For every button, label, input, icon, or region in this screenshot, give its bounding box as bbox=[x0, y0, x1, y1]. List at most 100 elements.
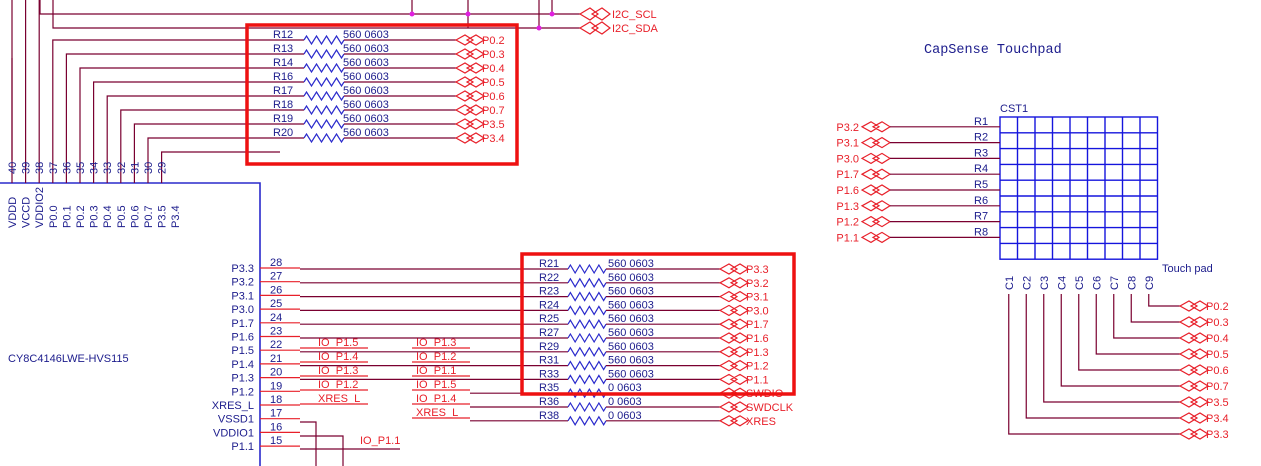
mcu-right-pin-label: P1.6 bbox=[231, 332, 254, 344]
mcu-right-pin: P3.0 25 bbox=[231, 298, 300, 316]
resistor-ref: R33 bbox=[539, 368, 559, 380]
resistor-ref: R16 bbox=[273, 71, 293, 83]
mcu-top-pin-number: 40 bbox=[7, 162, 19, 174]
resistor-ref: R14 bbox=[273, 57, 293, 69]
resistor-ref: R25 bbox=[539, 313, 559, 325]
mcu-right-pin-number: 23 bbox=[270, 326, 282, 338]
resistor-ref: R18 bbox=[273, 99, 293, 111]
resistor-value: 560 0603 bbox=[608, 286, 654, 298]
highlight-box-top bbox=[245, 23, 519, 166]
net-label: P3.0 bbox=[746, 305, 769, 317]
touchpad-row-net: P1.1 bbox=[836, 232, 859, 244]
mcu-right-pin-label: P3.2 bbox=[231, 277, 254, 289]
touchpad-col-label: C8 bbox=[1126, 276, 1138, 290]
resistor-ref: R13 bbox=[273, 43, 293, 55]
net-label: P1.3 bbox=[746, 347, 769, 359]
resistor-value: 560 0603 bbox=[608, 368, 654, 380]
highlight-box-bottom bbox=[520, 252, 796, 396]
mcu-top-pin-label: VDDIO2 bbox=[34, 187, 46, 228]
resistor-value: 560 0603 bbox=[343, 57, 389, 69]
resistor-value: 560 0603 bbox=[608, 355, 654, 367]
mcu-right-pin-number: 25 bbox=[270, 298, 282, 310]
net-label: P0.3 bbox=[482, 49, 505, 61]
mcu-top-pin-label: P0.2 bbox=[75, 205, 87, 228]
touchpad-title: CapSense Touchpad bbox=[924, 43, 1062, 58]
mux-left-label: IO_P1.3 bbox=[318, 365, 358, 377]
touchpad-ref: CST1 bbox=[1000, 103, 1028, 115]
mcu-right-pin-number: 22 bbox=[270, 339, 282, 351]
mcu-top-pin-label: P0.4 bbox=[102, 205, 114, 228]
touchpad-grid bbox=[999, 116, 1159, 260]
touchpad-col-net: P0.4 bbox=[1206, 333, 1229, 345]
resistor-value: 560 0603 bbox=[608, 313, 654, 325]
mcu-right-pin-label: P1.2 bbox=[231, 386, 254, 398]
resistor-value: 0 0603 bbox=[608, 410, 642, 422]
mcu-right-pin-label: P3.0 bbox=[231, 304, 254, 316]
mcu-right-pin-number: 28 bbox=[270, 257, 282, 269]
touchpad-col-net: P3.3 bbox=[1206, 429, 1229, 441]
resistor-ref: R29 bbox=[539, 341, 559, 353]
mux-right-label: IO_P1.1 bbox=[416, 365, 456, 377]
mcu-right-pin-label: P1.3 bbox=[231, 373, 254, 385]
touchpad-col-label: C9 bbox=[1144, 276, 1156, 290]
net-label: P3.3 bbox=[746, 264, 769, 276]
mux-right-label: IO_P1.2 bbox=[416, 351, 456, 363]
mcu-top-pin-number: 34 bbox=[89, 162, 101, 174]
touchpad-col-net: P3.4 bbox=[1206, 413, 1229, 425]
net-label: P3.4 bbox=[482, 133, 505, 145]
touchpad-row-label: R1 bbox=[974, 116, 988, 128]
touchpad-col-net: P0.6 bbox=[1206, 365, 1229, 377]
mcu-top-pin-number: 33 bbox=[102, 162, 114, 174]
resistor-value: 560 0603 bbox=[608, 299, 654, 311]
net-label: SWDCLK bbox=[746, 402, 794, 414]
touchpad-col-net: P0.7 bbox=[1206, 381, 1229, 393]
mux-right-label: IO_P1.3 bbox=[416, 337, 456, 349]
touchpad-col-label: C4 bbox=[1056, 276, 1068, 290]
mcu-right-pin-number: 27 bbox=[270, 271, 282, 283]
resistor-value: 0 0603 bbox=[608, 396, 642, 408]
mux-left-label: IO_P1.4 bbox=[318, 351, 358, 363]
touchpad-column-nets: C1P3.3C2P3.4C3P3.5C4P0.7C5P0.6C6P0.5C7P0… bbox=[1004, 276, 1229, 441]
mcu-top-pin-label: VDDD bbox=[7, 197, 19, 228]
mcu-top-pin-label: P3.4 bbox=[170, 205, 182, 228]
resistor-ref: R21 bbox=[539, 258, 559, 270]
resistor-ref: R31 bbox=[539, 355, 559, 367]
net-label: P0.4 bbox=[482, 63, 505, 75]
mcu-right-pin-label: P1.1 bbox=[231, 441, 254, 453]
touchpad-col-label: C6 bbox=[1091, 276, 1103, 290]
i2c-bus: I2C_SCL I2C_SDA bbox=[39, 0, 659, 35]
resistor-ref: R23 bbox=[539, 286, 559, 298]
mcu-top-pin-number: 35 bbox=[75, 162, 87, 174]
mcu-right-pin-number: 20 bbox=[270, 367, 282, 379]
touchpad-row-label: R6 bbox=[974, 195, 988, 207]
mcu-top-pin-number: 29 bbox=[157, 162, 169, 174]
touchpad-row-net: P1.2 bbox=[836, 217, 859, 229]
mcu-top-pin-label: P0.1 bbox=[61, 205, 73, 228]
mcu-top-pin-number: 36 bbox=[61, 162, 73, 174]
